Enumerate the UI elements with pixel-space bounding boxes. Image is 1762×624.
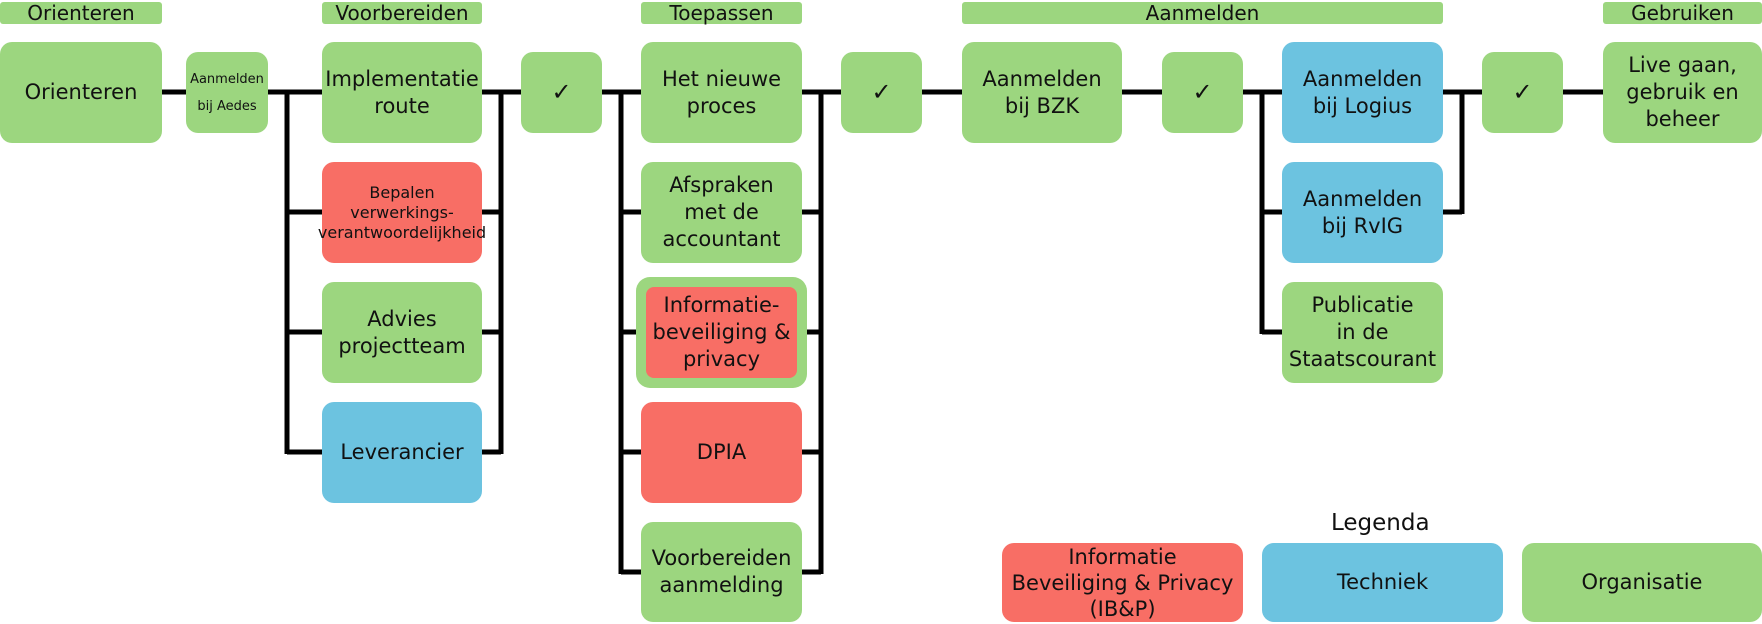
- step-voorbereiden-aanmelding: Voorbereiden aanmelding: [641, 522, 802, 622]
- phase-header-voorbereiden: Voorbereiden: [322, 2, 482, 24]
- checkpoint-3-icon: ✓: [1162, 52, 1243, 133]
- step-afspraken-met-de-accountant: Afspraken met de accountant: [641, 162, 802, 263]
- checkpoint-4-icon: ✓: [1482, 52, 1563, 133]
- step-aanmelden-bij-bzk: Aanmelden bij BZK: [962, 42, 1122, 143]
- step-advies-projectteam: Advies projectteam: [322, 282, 482, 383]
- step-leverancier: Leverancier: [322, 402, 482, 503]
- step-informatiebeveiliging-privacy: Informatie- beveiliging & privacy: [646, 287, 797, 378]
- legend-title: Legenda: [1331, 510, 1430, 536]
- phase-header-aanmelden: Aanmelden: [962, 2, 1443, 24]
- phase-header-orienteren: Orienteren: [0, 2, 162, 24]
- step-publicatie-in-de-staatscourant: Publicatie in de Staatscourant: [1282, 282, 1443, 383]
- step-orienteren: Orienteren: [0, 42, 162, 143]
- legend-ibp: Informatie Beveiliging & Privacy (IB&P): [1002, 543, 1243, 622]
- legend-organisatie: Organisatie: [1522, 543, 1762, 622]
- checkpoint-1-icon: ✓: [521, 52, 602, 133]
- phase-header-toepassen: Toepassen: [641, 2, 802, 24]
- legend-techniek: Techniek: [1262, 543, 1503, 622]
- step-aanmelden-bij-logius: Aanmelden bij Logius: [1282, 42, 1443, 143]
- step-het-nieuwe-proces: Het nieuwe proces: [641, 42, 802, 143]
- step-implementatie-route: Implementatie route: [322, 42, 482, 143]
- step-dpia: DPIA: [641, 402, 802, 503]
- checkpoint-2-icon: ✓: [841, 52, 922, 133]
- step-live-gaan-gebruik-en-beheer: Live gaan, gebruik en beheer: [1603, 42, 1762, 143]
- step-bepalen-verwerkingsverantwoordelijkheid: Bepalen verwerkings- verantwoordelijkhei…: [318, 162, 486, 263]
- step-aanmelden-bij-aedes: Aanmelden bij Aedes: [186, 52, 268, 133]
- phase-header-gebruiken: Gebruiken: [1603, 2, 1762, 24]
- step-aanmelden-bij-rvig: Aanmelden bij RvIG: [1282, 162, 1443, 263]
